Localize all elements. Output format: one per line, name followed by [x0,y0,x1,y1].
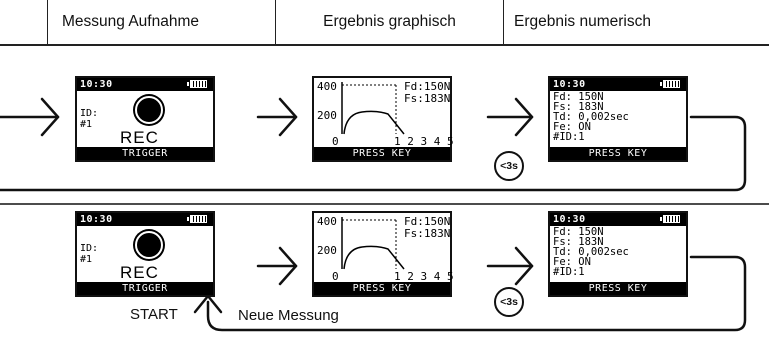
device-screen-record-1: 10:30 ID:#1 REC TRIGGER [75,76,215,162]
header-messung-aufnahme: Messung Aufnahme [48,0,276,44]
timer-badge-1: <3s [494,151,524,181]
trigger-bar: TRIGGER [77,282,213,295]
id-display: ID:#1 [80,108,98,130]
neue-messung-label: Neue Messung [238,307,339,324]
x-ticks: 1 2 3 4 5 [394,270,454,283]
rec-label: REC [120,128,159,147]
rec-label: REC [120,263,159,282]
battery-icon [187,215,207,223]
status-bar: 10:30 [77,78,213,91]
numeric-line-id: #ID:1 [553,266,585,278]
id-display: ID:#1 [80,243,98,265]
numeric-line-fd: Fd: 150N [553,91,604,103]
numeric-line-fs: Fs: 183N [553,236,604,248]
fd-value: Fd:150N [404,215,450,228]
id-label: ID: [80,108,99,119]
record-dot-icon [135,231,163,259]
id-value: #1 [80,254,93,265]
numeric-line-fe: Fe: ON [553,256,591,268]
status-bar: 10:30 [550,213,686,226]
status-bar: 10:30 [77,213,213,226]
press-key-bar: PRESS KEY [550,282,686,295]
loop-line-row1 [0,115,747,192]
press-key-bar: PRESS KEY [550,147,686,160]
header-row: Messung Aufnahme Ergebnis graphisch Erge… [0,0,769,47]
header-divider [0,44,769,46]
numeric-line-id: #ID:1 [553,131,585,143]
header-cell-blank [0,0,48,44]
battery-icon [187,80,207,88]
time-display: 10:30 [80,214,113,225]
y-tick-200: 200 [317,244,337,257]
loop-line-row2 [206,255,747,332]
device-screen-graph-1: 400 200 0 1 2 3 4 5 Fd:150N Fs:183N PRES… [312,76,454,162]
fs-value: Fs:183N [404,92,450,105]
record-dot-icon [135,96,163,124]
x-tick-0: 0 [332,270,339,283]
time-display: 10:30 [553,79,586,90]
id-label: ID: [80,243,99,254]
fs-value: Fs:183N [404,227,450,240]
force-curve [343,110,405,135]
battery-icon [660,80,680,88]
time-display: 10:30 [80,79,113,90]
press-key-bar: PRESS KEY [314,282,450,295]
device-screen-record-2: 10:30 ID:#1 REC TRIGGER [75,211,215,297]
numeric-line-fd: Fd: 150N [553,226,604,238]
timer-badge-2: <3s [494,287,524,317]
force-graph: 400 200 0 1 2 3 4 5 Fd:150N Fs:183N [317,80,454,148]
device-screen-numeric-2: 10:30 Fd: 150N Fs: 183N Td: 0,002sec Fe:… [548,211,688,297]
numeric-line-td: Td: 0,002sec [553,111,629,123]
status-bar: 10:30 [550,78,686,91]
time-display: 10:30 [553,214,586,225]
y-tick-200: 200 [317,109,337,122]
id-value: #1 [80,119,93,130]
header-ergebnis-numerisch: Ergebnis numerisch [514,13,651,30]
force-curve [343,245,405,270]
trigger-bar: TRIGGER [77,147,213,160]
device-screen-numeric-1: 10:30 Fd: 150N Fs: 183N Td: 0,002sec Fe:… [548,76,688,162]
fd-value: Fd:150N [404,80,450,93]
x-tick-0: 0 [332,135,339,148]
numeric-line-fe: Fe: ON [553,121,591,133]
device-screen-graph-2: 400 200 0 1 2 3 4 5 Fd:150N Fs:183N PRES… [312,211,454,297]
numeric-line-fs: Fs: 183N [553,101,604,113]
numeric-line-td: Td: 0,002sec [553,246,629,258]
header-ergebnis-graphisch: Ergebnis graphisch [276,0,504,44]
x-ticks: 1 2 3 4 5 [394,135,454,148]
force-graph: 400 200 0 1 2 3 4 5 Fd:150N Fs:183N [317,215,454,283]
press-key-bar: PRESS KEY [314,147,450,160]
start-label: START [130,306,178,323]
y-tick-400: 400 [317,80,337,93]
battery-icon [660,215,680,223]
y-tick-400: 400 [317,215,337,228]
